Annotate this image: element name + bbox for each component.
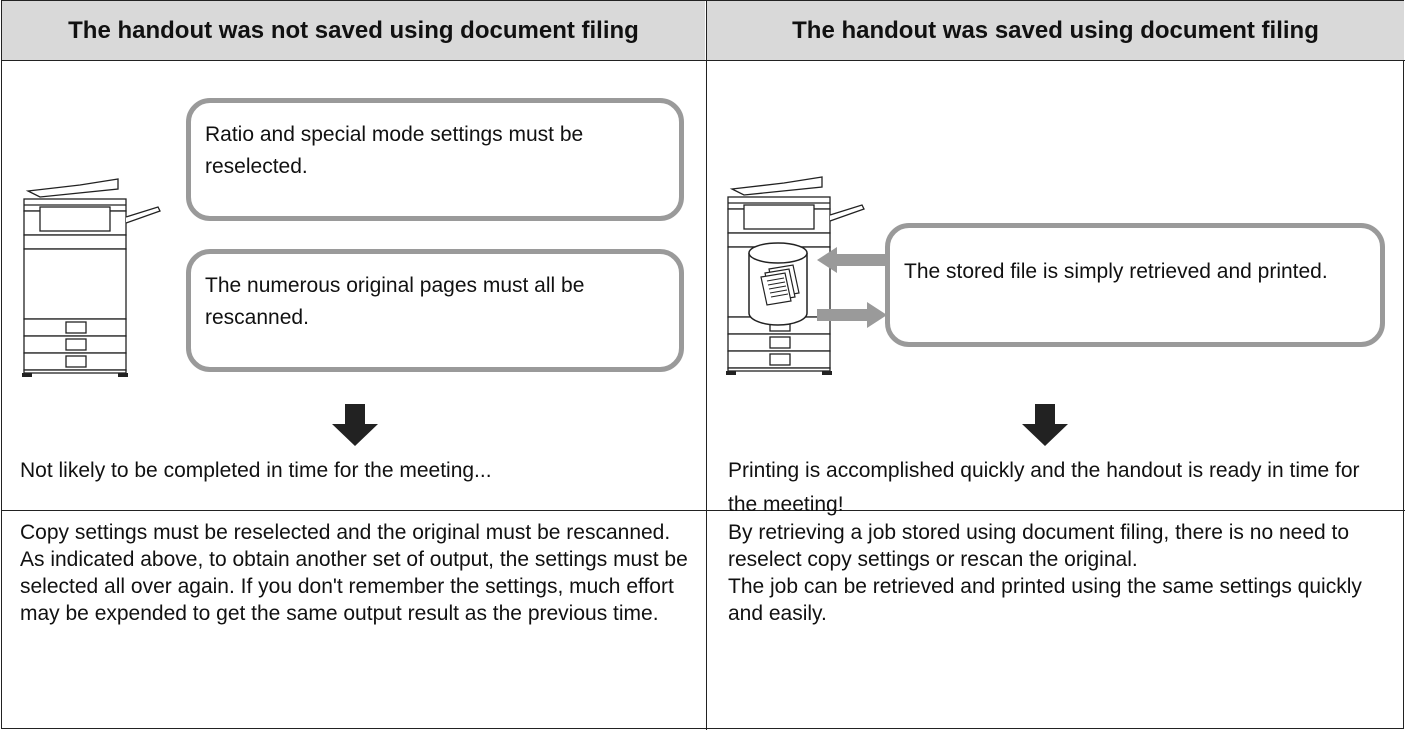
- description-right: By retrieving a job stored using documen…: [728, 519, 1383, 627]
- right-arrow-icon: [817, 302, 887, 328]
- bubble-text: The stored file is simply retrieved and …: [904, 260, 1328, 283]
- column-divider: [706, 1, 707, 730]
- left-arrow-icon: [817, 247, 887, 273]
- description-paragraph: Copy settings must be reselected and the…: [20, 521, 671, 544]
- down-arrow-icon: [1022, 404, 1068, 446]
- copier-icon: [22, 178, 161, 377]
- description-paragraph: By retrieving a job stored using documen…: [728, 521, 1350, 571]
- description-left: Copy settings must be reselected and the…: [20, 519, 695, 627]
- description-paragraph: As indicated above, to obtain another se…: [20, 548, 688, 625]
- header-left: The handout was not saved using document…: [2, 1, 705, 61]
- stored-file-drum-icon: [748, 242, 808, 326]
- speech-bubble-settings: Ratio and special mode settings must be …: [186, 98, 684, 221]
- result-right: Printing is accomplished quickly and the…: [728, 459, 1360, 516]
- bubble-text: The numerous original pages must all be …: [205, 274, 585, 329]
- header-divider: [2, 60, 1405, 61]
- result-left: Not likely to be completed in time for t…: [20, 459, 492, 482]
- bubble-text: Ratio and special mode settings must be …: [205, 123, 584, 178]
- header-right: The handout was saved using document fil…: [707, 1, 1404, 61]
- description-paragraph: The job can be retrieved and printed usi…: [728, 575, 1362, 625]
- row-divider: [2, 510, 1405, 511]
- down-arrow-icon: [332, 404, 378, 446]
- speech-bubble-rescan: The numerous original pages must all be …: [186, 249, 684, 372]
- speech-bubble-retrieve: The stored file is simply retrieved and …: [885, 223, 1385, 347]
